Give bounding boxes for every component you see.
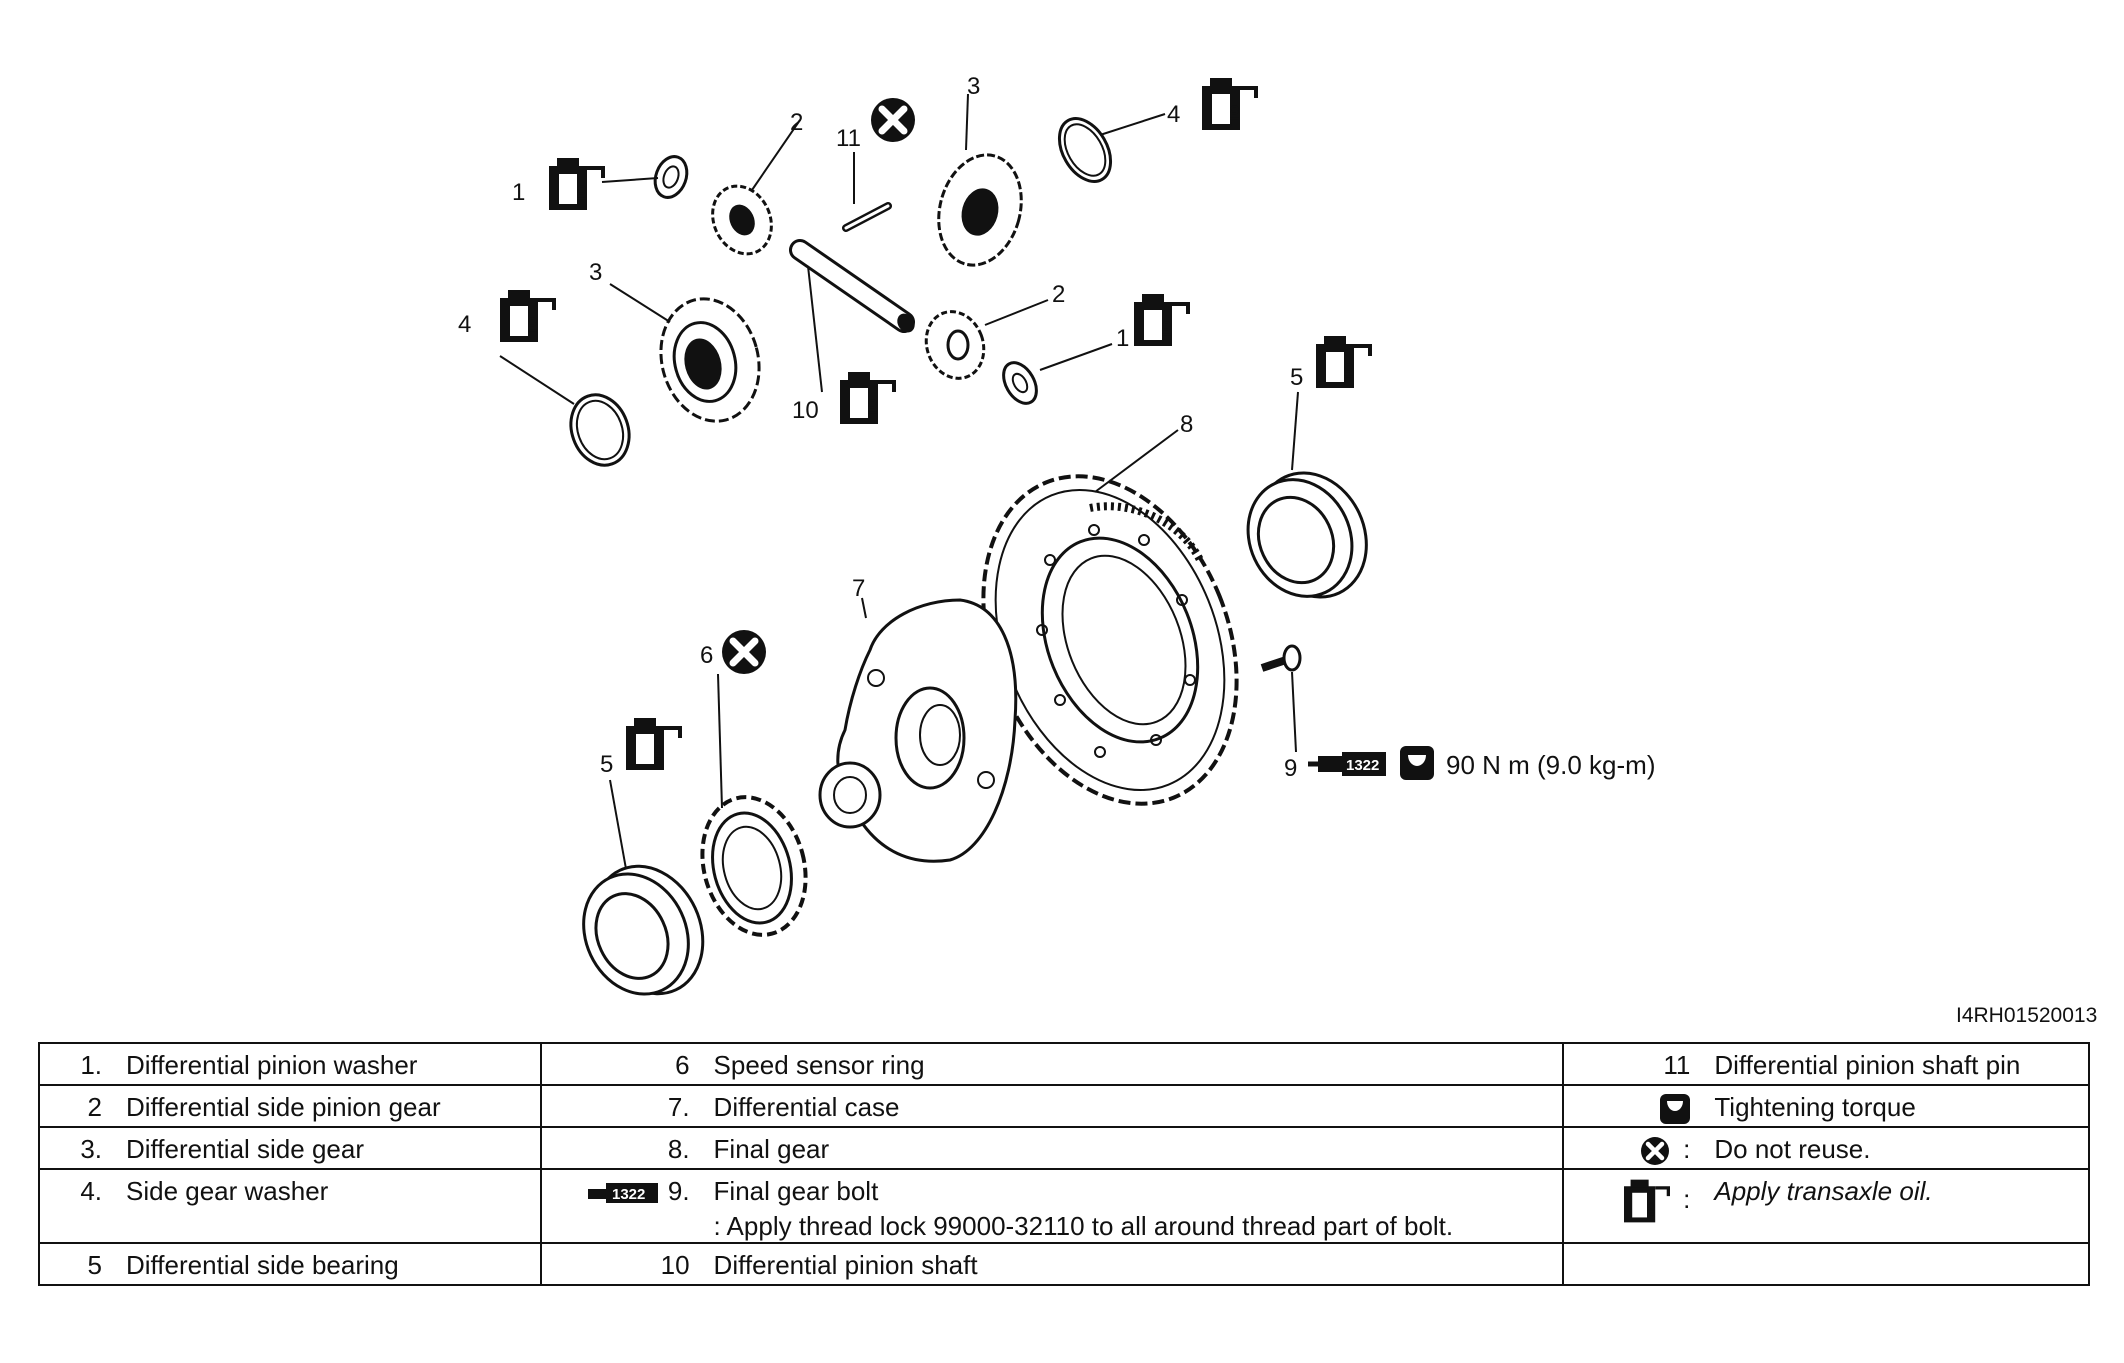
callout-7: 7 (852, 575, 865, 602)
item-label: Final gear (713, 1134, 830, 1164)
callout-4: 4 (1167, 101, 1180, 128)
item-label: Speed sensor ring (713, 1050, 925, 1080)
oil-icon (624, 716, 682, 772)
item-label: Differential side gear (126, 1134, 364, 1164)
item-label: Differential pinion shaft (713, 1250, 978, 1280)
item-number: 4. (80, 1176, 102, 1206)
item-number: 8. (667, 1134, 690, 1164)
item-label: Differential pinion shaft pin (1714, 1050, 2021, 1080)
side-pinion-gear-lower (924, 310, 986, 380)
thread-lock-icon: 1322 (1308, 752, 1386, 776)
oil-icon (838, 370, 896, 426)
callout-3: 3 (589, 259, 602, 286)
pinion-washer-upper (653, 155, 689, 199)
item-label: Differential side pinion gear (126, 1092, 441, 1122)
item-label: Differential side bearing (126, 1250, 399, 1280)
do-not-reuse-icon (871, 98, 915, 142)
callout-11: 11 (836, 125, 861, 152)
item-note: : Apply thread lock 99000-32110 to all a… (713, 1211, 1454, 1241)
item-number: 5 (87, 1250, 102, 1280)
legend-row: 2 Differential side pinion gear 7. Differe… (38, 1084, 2090, 1128)
pinion-shaft (789, 239, 915, 333)
callout-2: 2 (1052, 281, 1065, 308)
differential-case (818, 598, 1018, 863)
pinion-shaft-pin (842, 202, 892, 232)
figure-reference-id: I4RH01520013 (1956, 1004, 2098, 1027)
oil-icon (1314, 334, 1372, 390)
side-bearing-left (582, 864, 705, 996)
pinion-washer-lower (1002, 361, 1038, 405)
item-label: Final gear bolt (713, 1176, 879, 1206)
item-label: Side gear washer (126, 1176, 329, 1206)
item-label: Differential pinion washer (126, 1050, 418, 1080)
callout-10: 10 (792, 397, 819, 424)
callout-5: 5 (1290, 364, 1303, 391)
side-gear-washer-upper (1057, 117, 1113, 183)
svg-text:1322: 1322 (1346, 757, 1379, 774)
side-gear-lower (659, 297, 761, 423)
final-gear (981, 474, 1239, 806)
parts-legend-table: 1. Differential pinion washer 6 Speed sens… (38, 1042, 2090, 1286)
torque-spec: 90 N m (9.0 kg-m) (1446, 750, 1656, 780)
exploded-view-diagram: OIL 1 2 11 3 4 4 (458, 73, 1656, 996)
side-bearing-right (1246, 471, 1368, 599)
item-label: Apply transaxle oil. (1714, 1176, 1933, 1206)
do-not-reuse-icon (1641, 1137, 1670, 1166)
item-number: 10 (660, 1250, 690, 1280)
callout-9: 9 (1284, 755, 1297, 782)
item-number: 9. (667, 1176, 690, 1206)
callout-8: 8 (1180, 411, 1193, 438)
callout-4: 4 (458, 311, 471, 338)
oil-icon (1132, 292, 1190, 348)
legend-row: 4. Side gear washer 1322 9. Final gear bol… (38, 1168, 2090, 1244)
torque-icon (1400, 746, 1434, 780)
svg-text:1322: 1322 (612, 1186, 645, 1203)
item-number: 3. (80, 1134, 102, 1164)
item-number: 1. (80, 1050, 102, 1080)
item-label: Tightening torque (1714, 1092, 1916, 1122)
item-label: Do not reuse. (1714, 1134, 1871, 1164)
callout-1: 1 (1116, 325, 1129, 352)
oil-icon (498, 288, 556, 344)
callout-3: 3 (967, 73, 980, 100)
legend-row: 1. Differential pinion washer 6 Speed sens… (38, 1042, 2090, 1086)
item-label: Differential case (713, 1092, 900, 1122)
item-number: 11 (1663, 1050, 1691, 1080)
oil-icon (1200, 76, 1258, 132)
callout-1: 1 (512, 179, 525, 206)
oil-icon (547, 156, 605, 212)
legend-row: 5 Differential side bearing 10 Differentia… (38, 1242, 2090, 1286)
thread-lock-icon: 1322 (587, 1183, 658, 1204)
speed-sensor-ring (700, 795, 808, 937)
item-number: 7. (667, 1092, 690, 1122)
side-gear-upper (937, 153, 1023, 267)
side-pinion-gear-upper (711, 184, 773, 256)
torque-icon (1660, 1094, 1691, 1125)
callout-2: 2 (790, 109, 803, 136)
callout-5: 5 (600, 751, 613, 778)
side-gear-washer-lower (569, 393, 631, 467)
item-number: 2 (87, 1092, 102, 1122)
callout-6: 6 (700, 642, 713, 669)
item-number: 6 (675, 1050, 690, 1080)
oil-icon (1624, 1177, 1671, 1225)
final-gear-bolt (1260, 644, 1302, 672)
legend-row: 3.Differential side gear 8.Final gear : … (38, 1126, 2090, 1170)
do-not-reuse-icon (722, 630, 766, 674)
